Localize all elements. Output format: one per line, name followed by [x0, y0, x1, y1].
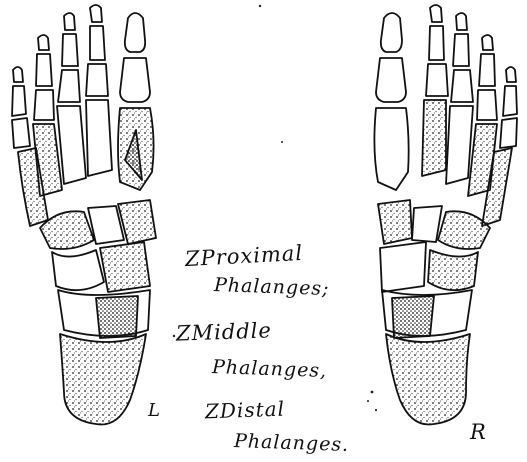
left-toe-2: [86, 5, 112, 176]
right-toe-2: [422, 5, 448, 176]
label-middle-phalanges: Phalanges,: [212, 358, 328, 381]
right-hallux: [374, 13, 408, 190]
side-label-left: L: [148, 402, 161, 420]
side-label-right: R: [470, 422, 487, 443]
left-toe-3: [57, 13, 86, 184]
pencil-specks: [173, 5, 377, 411]
left-tarsals: [40, 200, 156, 338]
right-tarsals: [378, 200, 490, 338]
left-calcaneus: [60, 334, 146, 425]
label-distal-phalanges: Phalanges.: [234, 432, 350, 455]
label-proximal-phalanges: Phalanges;: [214, 276, 330, 299]
left-hallux: [118, 13, 154, 190]
right-foot: [374, 5, 517, 425]
right-calcaneus: [386, 334, 470, 425]
right-toe-3: [446, 13, 473, 184]
label-distal: ZDistal: [205, 399, 286, 422]
label-middle: ZMiddle: [176, 320, 273, 344]
left-foot: [12, 5, 156, 425]
